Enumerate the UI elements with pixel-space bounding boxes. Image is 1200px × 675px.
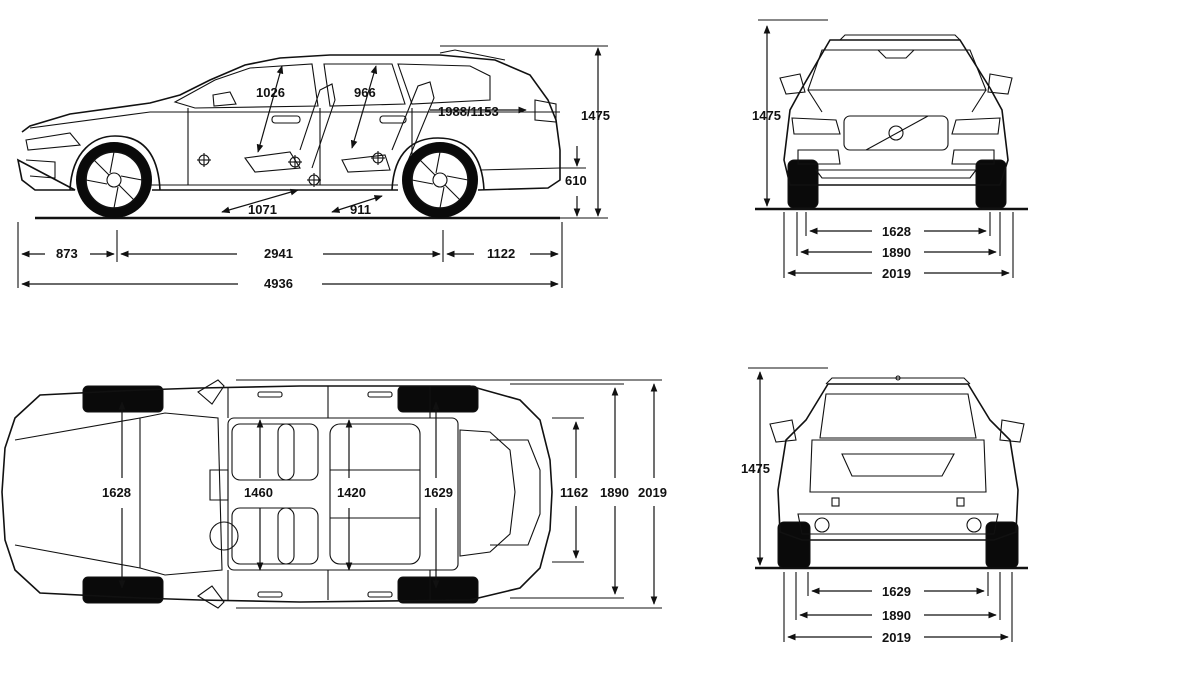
label-overall-length: 4936 xyxy=(264,276,293,291)
label-top-front-track: 1628 xyxy=(102,485,131,500)
top-dimension-labels: 1628 1460 1420 1629 1162 1890 2019 xyxy=(102,485,667,500)
label-rear-overhang: 1122 xyxy=(487,246,515,261)
top-view: 1628 1460 1420 1629 1162 1890 2019 xyxy=(1,379,667,609)
label-top-rear-track: 1629 xyxy=(424,485,453,500)
front-view: 1475 1628 1890 2019 xyxy=(752,19,1028,281)
label-front-shoulder: 1460 xyxy=(244,485,273,500)
label-rear-width-mirrors: 2019 xyxy=(882,630,911,645)
label-rear-height: 1475 xyxy=(741,461,770,476)
side-rear-wheel xyxy=(402,142,478,218)
top-dimensions xyxy=(118,379,662,609)
side-view: 1026 966 1988/1153 1475 610 1071 911 873… xyxy=(16,45,610,291)
seat-reference-points xyxy=(197,151,385,187)
top-car-body xyxy=(1,379,553,609)
side-front-wheel xyxy=(76,142,152,218)
rear-dimension-labels: 1475 1629 1890 2019 xyxy=(741,461,911,645)
label-rear-width: 1890 xyxy=(882,608,911,623)
label-front-overhang: 873 xyxy=(56,246,78,261)
label-front-width-mirrors: 2019 xyxy=(882,266,911,281)
side-dimension-labels: 1026 966 1988/1153 1475 610 1071 911 873… xyxy=(56,85,610,291)
label-cargo-height: 1988/1153 xyxy=(438,104,499,119)
label-top-width: 1890 xyxy=(600,485,629,500)
label-top-width-mirrors: 2019 xyxy=(638,485,667,500)
label-rear-legroom: 911 xyxy=(350,202,371,217)
label-cargo-width: 1162 xyxy=(560,485,588,500)
rear-view: 1475 1629 1890 2019 xyxy=(741,367,1028,645)
label-rear-track: 1629 xyxy=(882,584,911,599)
label-front-legroom: 1071 xyxy=(248,202,277,217)
label-wheelbase: 2941 xyxy=(264,246,293,261)
rear-dimensions xyxy=(748,367,1013,642)
front-dimension-labels: 1475 1628 1890 2019 xyxy=(752,108,911,281)
label-rear-shoulder: 1420 xyxy=(337,485,366,500)
label-rear-headroom: 966 xyxy=(354,85,376,100)
label-front-height: 1475 xyxy=(752,108,781,123)
front-car-body xyxy=(755,34,1028,211)
side-car-body xyxy=(16,49,561,220)
label-front-headroom: 1026 xyxy=(256,85,285,100)
label-overall-height: 1475 xyxy=(581,108,610,123)
side-dimensions xyxy=(17,45,608,288)
front-dimensions xyxy=(758,19,1014,278)
label-front-track: 1628 xyxy=(882,224,911,239)
rear-car-body xyxy=(755,375,1028,570)
label-sill-height: 610 xyxy=(565,173,587,188)
label-front-width: 1890 xyxy=(882,245,911,260)
